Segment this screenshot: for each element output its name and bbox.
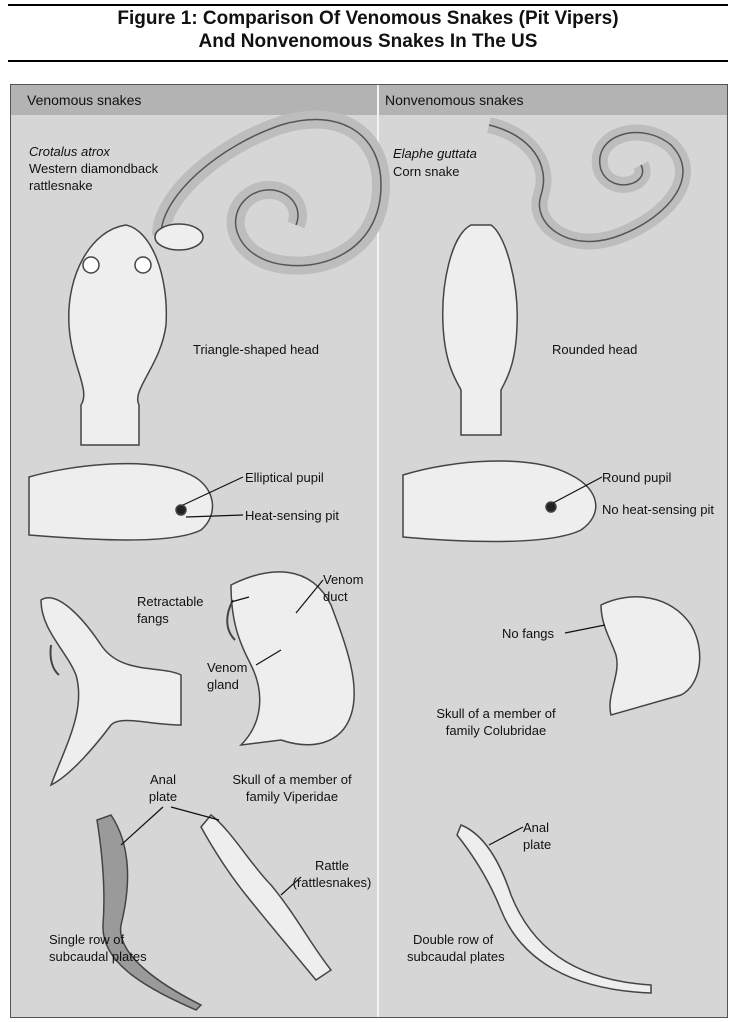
venom-gland-label-2: gland bbox=[207, 677, 239, 692]
nonvenomous-heading: Nonvenomous snakes bbox=[385, 92, 524, 108]
nonvenomous-anal-plate-label-2: plate bbox=[523, 837, 552, 852]
title-rule-bottom bbox=[8, 60, 728, 62]
double-row-plates-label-1: Double row of bbox=[413, 932, 494, 947]
nonvenomous-anal-plate-label-1: Anal bbox=[523, 820, 550, 835]
round-pupil-label: Round pupil bbox=[602, 470, 672, 485]
rounded-head-label: Rounded head bbox=[552, 342, 638, 357]
viper-fang bbox=[226, 599, 236, 641]
venomous-anal-plate-label-2: plate bbox=[148, 789, 178, 804]
colubridae-skull-label-1: Skull of a member of bbox=[436, 706, 556, 721]
nonvenomous-species-common: Corn snake bbox=[393, 164, 460, 179]
elliptical-pupil-label: Elliptical pupil bbox=[245, 470, 324, 485]
rattlesnake-coil-head bbox=[154, 223, 204, 251]
venomous-species-common-2: rattlesnake bbox=[29, 178, 93, 193]
retractable-fangs-label-2: fangs bbox=[137, 611, 169, 626]
viperidae-skull-label-2: family Viperidae bbox=[245, 789, 339, 804]
rattle-tail bbox=[200, 813, 333, 981]
open-mouth-snake bbox=[40, 597, 182, 787]
triangle-head-label: Triangle-shaped head bbox=[193, 342, 319, 357]
corn-snake-head-side bbox=[402, 460, 597, 543]
double-row-plates-label-2: subcaudal plates bbox=[407, 949, 505, 964]
colubridae-skull-label-2: family Colubridae bbox=[445, 723, 547, 738]
venomous-heading: Venomous snakes bbox=[27, 92, 142, 108]
figure-title-line-2: And Nonvenomous Snakes In The US bbox=[198, 31, 538, 52]
panel-header bbox=[11, 85, 727, 115]
no-heat-sensing-pit-label: No heat-sensing pit bbox=[602, 502, 715, 517]
venom-duct-label-1: Venom bbox=[323, 572, 364, 587]
venom-duct-label-2: duct bbox=[323, 589, 348, 604]
retractable-fangs-label-1: Retractable bbox=[137, 594, 204, 609]
rattlesnake-head-side bbox=[28, 462, 214, 541]
venomous-fang bbox=[49, 644, 60, 676]
venomous-species-latin: Crotalus atrox bbox=[29, 144, 110, 159]
single-row-plates-label-2: subcaudal plates bbox=[49, 949, 147, 964]
venom-gland-label-1: Venom bbox=[207, 660, 248, 675]
single-row-plates-label-1: Single row of bbox=[49, 932, 125, 947]
rattle-label-2: (rattlesnakes) bbox=[292, 875, 372, 890]
venomous-anal-plate-label-1: Anal bbox=[149, 772, 177, 787]
single-row-tail bbox=[96, 814, 203, 1011]
rattle-label-1: Rattle bbox=[315, 858, 349, 873]
snake-illustrations bbox=[28, 110, 701, 1011]
no-fangs-label: No fangs bbox=[502, 626, 555, 641]
figure-title-line-1: Figure 1: Comparison Of Venomous Snakes … bbox=[117, 8, 619, 29]
comparison-panel: Venomous snakes Nonvenomous snakes Crota… bbox=[10, 84, 728, 1018]
viperidae-skull-label-1: Skull of a member of bbox=[232, 772, 352, 787]
figure-title: Figure 1: Comparison Of Venomous Snakes … bbox=[8, 7, 728, 53]
column-divider bbox=[377, 85, 379, 1017]
triangle-head bbox=[68, 224, 168, 446]
corn-snake-coil bbox=[486, 117, 691, 250]
title-rule-top bbox=[8, 4, 728, 6]
venomous-species-common-1: Western diamondback bbox=[29, 161, 159, 176]
colubrid-skull bbox=[600, 596, 701, 716]
double-row-tail bbox=[456, 824, 652, 994]
nonvenomous-species-latin: Elaphe guttata bbox=[393, 146, 477, 161]
rounded-head bbox=[442, 224, 518, 436]
heat-sensing-pit-label: Heat-sensing pit bbox=[245, 508, 339, 523]
